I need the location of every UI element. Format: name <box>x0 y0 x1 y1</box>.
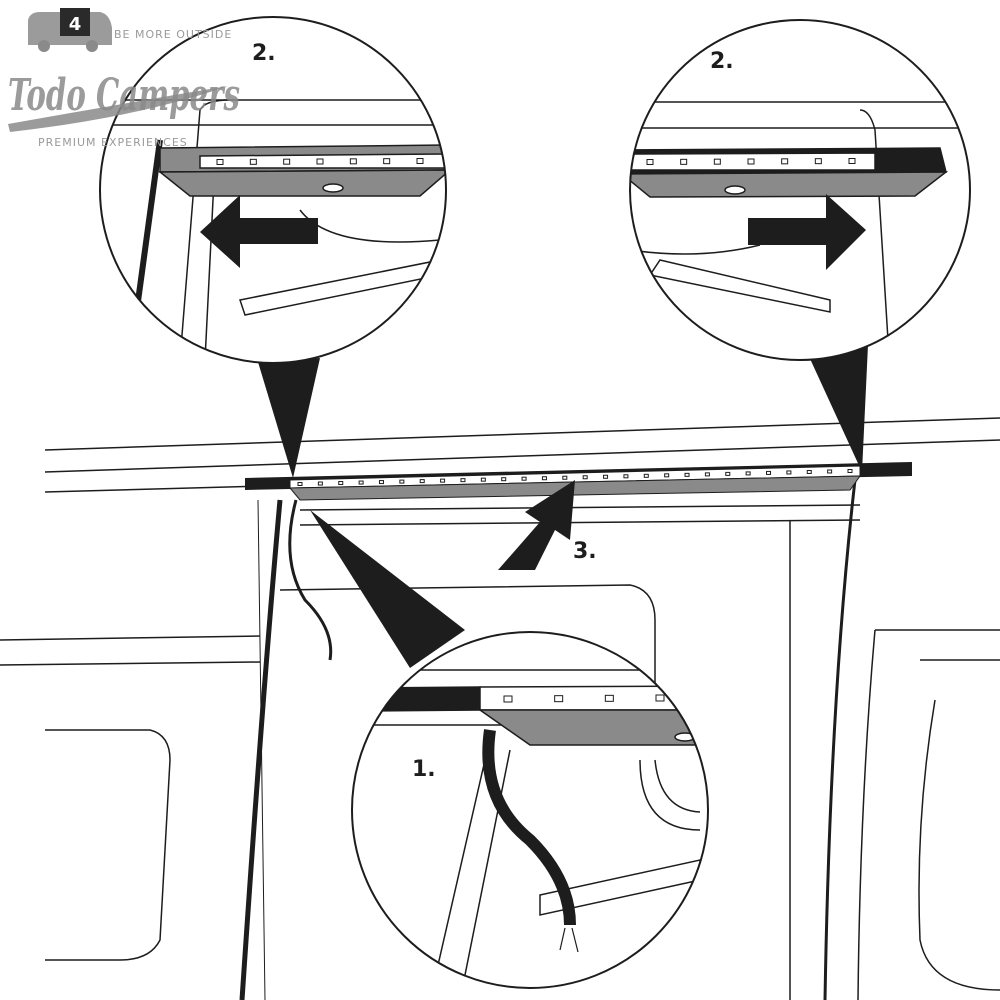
led-chip <box>603 474 609 479</box>
led-chip <box>419 479 425 484</box>
led-chip <box>684 472 690 477</box>
detail-circle-right <box>629 19 971 361</box>
led-chip <box>747 158 755 165</box>
led-chip <box>786 470 792 475</box>
detail-circle-left <box>99 16 447 364</box>
led-chip <box>781 158 789 165</box>
arrow-right-icon <box>748 194 866 270</box>
led-chip <box>664 473 670 478</box>
arrow-left-icon <box>200 195 318 268</box>
step-1-label: 1. <box>412 757 436 782</box>
logo-subtitle: PREMIUM EXPERIENCES <box>38 136 188 149</box>
led-chip <box>604 694 614 702</box>
led-chip <box>501 477 507 482</box>
led-chip <box>847 469 853 473</box>
led-chip <box>416 158 424 164</box>
led-chip <box>725 471 731 476</box>
step-3-label: 3. <box>573 539 597 564</box>
led-chip <box>460 478 466 483</box>
van-interior-lines <box>0 417 1000 1000</box>
push-up-arrow-icon <box>498 480 575 570</box>
led-chip <box>358 480 364 485</box>
logo-tagline: BE MORE OUTSIDE <box>114 28 232 41</box>
led-chip <box>623 474 629 479</box>
led-chip <box>745 471 751 476</box>
main-led-strip <box>245 462 912 501</box>
step-2-right-label: 2. <box>710 49 734 74</box>
detail-circle-bottom <box>351 631 709 989</box>
led-chip <box>383 158 391 165</box>
led-chip <box>848 158 856 164</box>
led-chip <box>316 158 324 165</box>
led-chip <box>562 475 568 480</box>
led-chip <box>643 473 649 478</box>
led-chip <box>655 694 665 702</box>
step-2-left-label: 2. <box>252 41 276 66</box>
led-chip <box>480 477 486 482</box>
led-chip <box>349 158 357 165</box>
led-chip <box>399 479 405 484</box>
led-chip <box>827 469 833 474</box>
led-chip <box>704 472 710 477</box>
led-chip <box>766 470 772 475</box>
led-chip <box>440 478 446 483</box>
led-chip <box>713 158 721 165</box>
led-chip <box>806 469 812 474</box>
logo-badge: 4 <box>69 14 82 35</box>
led-chip <box>503 695 513 703</box>
todo-campers-logo: 4 BE MORE OUTSIDE Todo Campers PREMIUM E… <box>8 8 240 149</box>
led-chip <box>283 158 291 165</box>
led-chip <box>297 482 303 486</box>
led-chip <box>541 476 547 481</box>
led-chip <box>646 159 654 165</box>
led-chip <box>554 695 564 703</box>
led-chip <box>814 158 822 165</box>
led-chip <box>680 158 688 165</box>
led-chip <box>378 480 384 485</box>
led-chip <box>338 481 344 486</box>
led-chip <box>582 475 588 480</box>
led-chip <box>249 158 257 165</box>
led-chip <box>317 481 323 486</box>
pointer-wedges <box>258 345 868 668</box>
led-chip <box>521 476 527 481</box>
led-chip <box>216 159 224 165</box>
